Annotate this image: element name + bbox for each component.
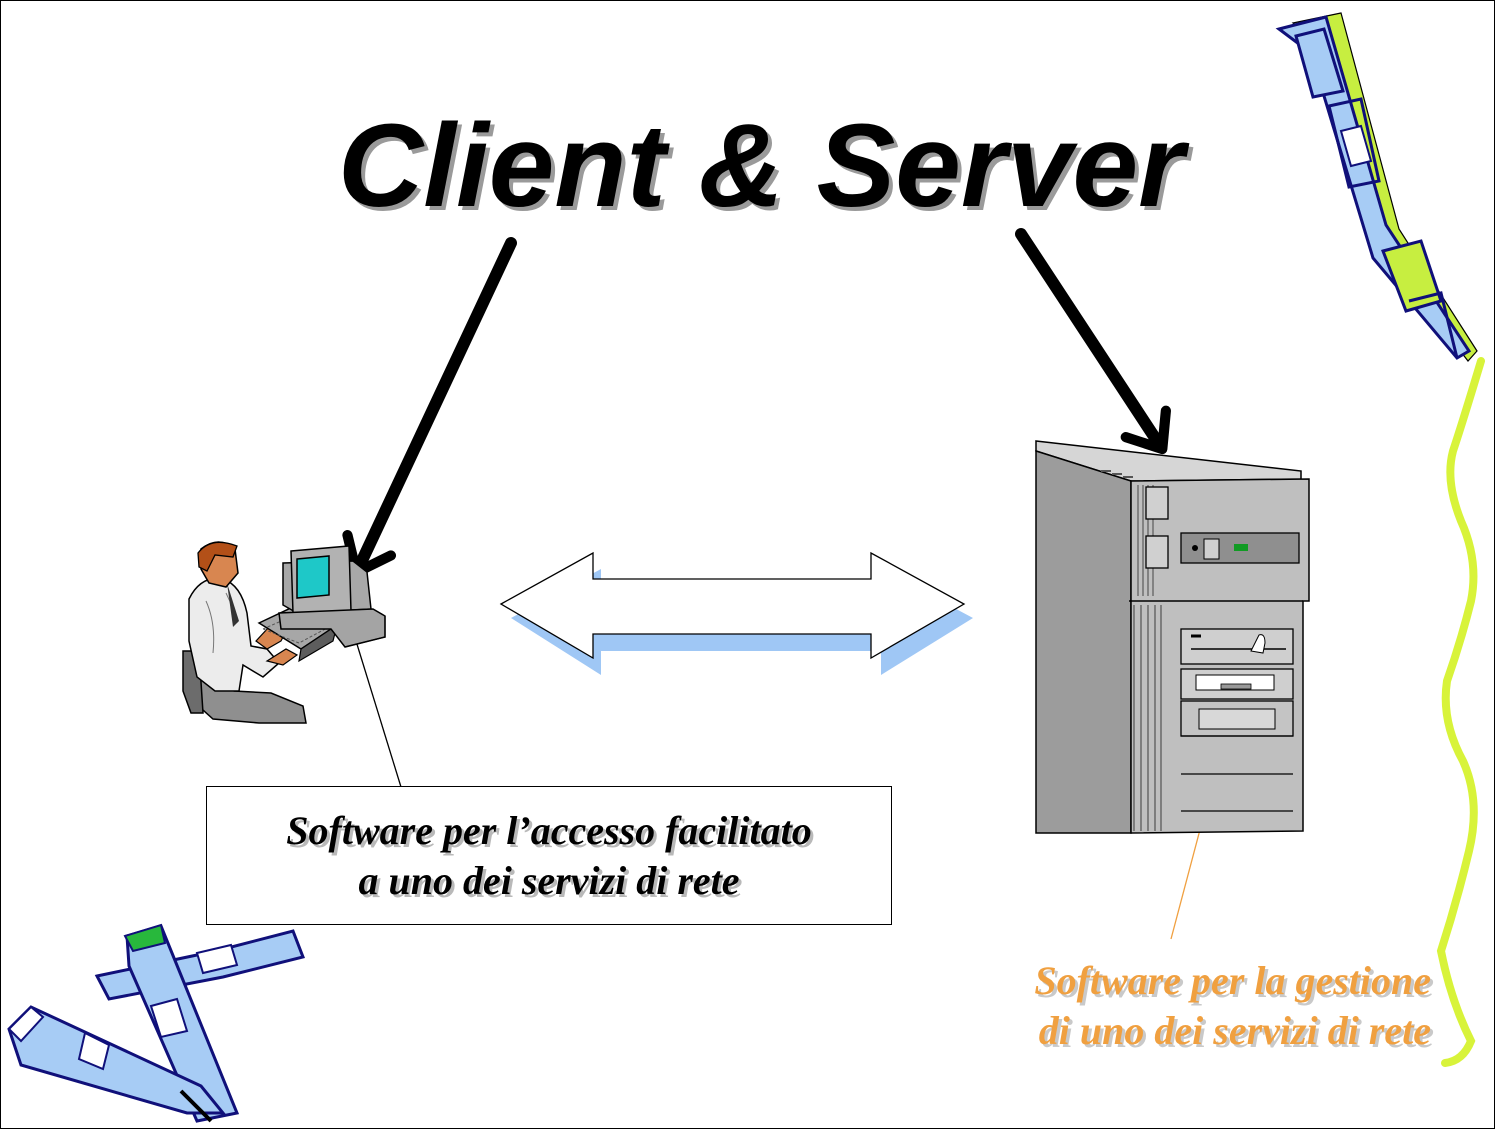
client-pointer-arrow [342, 237, 517, 578]
double-arrow-icon [499, 551, 973, 675]
pen-icon [1275, 12, 1478, 362]
server-caption-line1: Software per la gestione [1034, 958, 1431, 1003]
server-caption-line2: di uno dei servizi di rete [1038, 1008, 1431, 1053]
client-caption-line2: a uno dei servizi di rete [358, 857, 740, 903]
client-leader-line [355, 640, 402, 788]
squiggle-line-icon [1436, 357, 1485, 1067]
crayon-icon [7, 923, 306, 1123]
slide-title: Client & Server [338, 100, 1184, 232]
server-caption: Software per la gestione di uno dei serv… [906, 951, 1431, 1061]
client-caption-box: Software per l’accesso facilitato a uno … [206, 786, 892, 925]
person-at-computer-icon [182, 541, 386, 724]
server-tower-icon [1035, 440, 1310, 834]
client-caption-line1: Software per l’accesso facilitato [286, 807, 812, 853]
server-pointer-arrow [1015, 228, 1171, 455]
